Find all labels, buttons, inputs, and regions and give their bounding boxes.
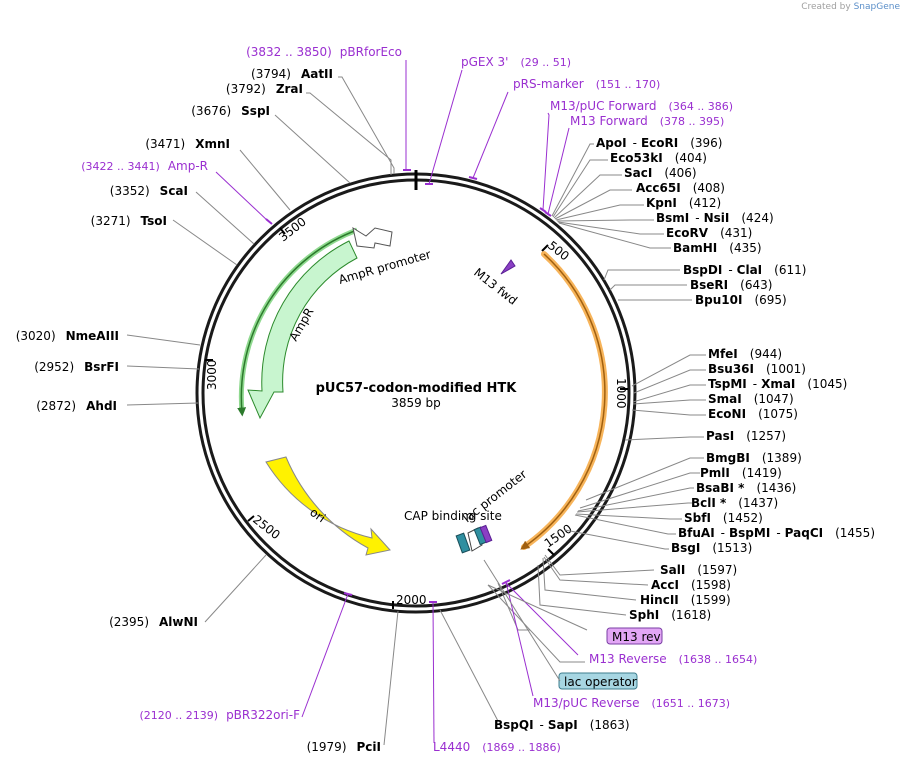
tick-3000: 3000 bbox=[205, 359, 219, 390]
site-label: SphI(1618) bbox=[629, 608, 711, 622]
primer-label: (3832 .. 3850)pBRforEco bbox=[246, 45, 402, 59]
site-leaders bbox=[487, 143, 706, 663]
m13-rev-leader bbox=[487, 584, 588, 631]
site-label: BclI *(1437) bbox=[691, 496, 778, 510]
m13-fwd-label: M13 fwd bbox=[471, 265, 520, 307]
site-label: EcoNI(1075) bbox=[708, 407, 798, 421]
site-label: (3794)AatII bbox=[251, 67, 333, 81]
cap-site-label: CAP binding site bbox=[404, 509, 502, 523]
credit-brand: SnapGene bbox=[853, 2, 900, 12]
left-site-labels: (3794)AatII (3792)ZraI (3676)SspI (3471)… bbox=[16, 67, 381, 754]
site-label: (3352)ScaI bbox=[110, 184, 188, 198]
lac-operator-text: lac operator bbox=[564, 675, 637, 689]
credit-prefix: Created by bbox=[801, 2, 851, 12]
site-label: Acc65I(408) bbox=[636, 181, 725, 195]
primer-label: (2120 .. 2139)pBR322ori-F bbox=[140, 708, 301, 722]
site-label: MfeI(944) bbox=[708, 347, 782, 361]
site-label: (2395)AlwNI bbox=[109, 615, 198, 629]
m13-rev-text: M13 rev bbox=[612, 630, 661, 644]
lac-operator-leader bbox=[483, 559, 561, 682]
site-label: PmlI(1419) bbox=[700, 466, 782, 480]
site-label: BsaBI *(1436) bbox=[696, 481, 796, 495]
insert-arc bbox=[521, 251, 608, 550]
site-label: SbfI(1452) bbox=[684, 511, 763, 525]
site-label: EcoRV(431) bbox=[666, 226, 752, 240]
site-label: Bsu36I(1001) bbox=[708, 362, 806, 376]
snapgene-credit: Created by SnapGene bbox=[801, 2, 900, 12]
right-site-labels: ApoI-EcoRI(396) Eco53kI(404) SacI(406) A… bbox=[596, 136, 875, 622]
site-label: ApoI-EcoRI(396) bbox=[596, 136, 722, 150]
site-label: (3792)ZraI bbox=[226, 82, 303, 96]
primer-labels: (3832 .. 3850)pBRforEco pGEX 3'(29 .. 51… bbox=[81, 45, 757, 754]
site-label: SalI(1597) bbox=[660, 563, 737, 577]
primer-leaders bbox=[215, 60, 579, 744]
ampr-gene-arrow bbox=[247, 240, 358, 420]
primer-label: (3422 .. 3441)Amp-R bbox=[81, 159, 208, 173]
m13-rev-box bbox=[479, 524, 493, 544]
primer-label: M13 Reverse(1638 .. 1654) bbox=[589, 652, 757, 666]
site-label-bspqi: BspQI-SapI(1863) bbox=[494, 718, 630, 732]
tick-marks bbox=[205, 227, 628, 609]
tick-2500: 2500 bbox=[250, 512, 283, 542]
plasmid-length: 3859 bp bbox=[391, 396, 441, 410]
site-label: Eco53kI(404) bbox=[610, 151, 707, 165]
site-label: BmgBI(1389) bbox=[706, 451, 802, 465]
lac-operator-badge: lac operator bbox=[558, 672, 638, 690]
site-label: AccI(1598) bbox=[651, 578, 731, 592]
site-label: (1979)PciI bbox=[307, 740, 381, 754]
site-label: SmaI(1047) bbox=[708, 392, 794, 406]
site-label: BseRI(643) bbox=[690, 278, 772, 292]
site-label: KpnI(412) bbox=[646, 196, 721, 210]
site-label: BamHI(435) bbox=[673, 241, 762, 255]
primer-label: pGEX 3'(29 .. 51) bbox=[461, 55, 571, 69]
site-label: (2872)AhdI bbox=[36, 399, 117, 413]
primer-label: L4440(1869 .. 1886) bbox=[433, 740, 561, 754]
site-label: BfuAI-BspMI-PaqCI(1455) bbox=[678, 526, 875, 540]
cap-site-box bbox=[455, 532, 471, 554]
site-label: PasI(1257) bbox=[706, 429, 786, 443]
ampr-promoter-arrow bbox=[352, 226, 393, 249]
site-label: TspMI-XmaI(1045) bbox=[708, 377, 847, 391]
ampr-arc-core bbox=[237, 229, 358, 417]
m13-rev-badge: M13 rev bbox=[606, 627, 663, 645]
tick-1000: 1000 bbox=[614, 378, 628, 409]
site-label: Bpu10I(695) bbox=[695, 293, 787, 307]
primer-label: M13/pUC Reverse(1651 .. 1673) bbox=[533, 696, 730, 710]
site-label: (3020)NmeAIII bbox=[16, 329, 119, 343]
primer-label: M13 Forward(378 .. 395) bbox=[570, 114, 724, 128]
site-label: SacI(406) bbox=[624, 166, 697, 180]
site-label: BspDI-ClaI(611) bbox=[683, 263, 806, 277]
left-leaders bbox=[126, 76, 499, 746]
site-label: (3676)SspI bbox=[191, 104, 270, 118]
site-label: BsgI(1513) bbox=[671, 541, 752, 555]
site-label: (3471)XmnI bbox=[145, 137, 230, 151]
site-label: (3271)TsoI bbox=[91, 214, 167, 228]
ori-arrow bbox=[265, 456, 391, 556]
site-label: (2952)BsrFI bbox=[34, 360, 119, 374]
m13-fwd-arrow bbox=[500, 259, 516, 275]
primer-label: pRS-marker(151 .. 170) bbox=[513, 77, 660, 91]
insert-arc-core bbox=[520, 253, 606, 550]
plasmid-name: pUC57-codon-modified HTK bbox=[316, 381, 518, 396]
site-label: BsmI-NsiI(424) bbox=[656, 211, 774, 225]
site-label: HincII(1599) bbox=[640, 593, 731, 607]
primer-label: M13/pUC Forward(364 .. 386) bbox=[550, 99, 733, 113]
tick-2000: 2000 bbox=[396, 593, 427, 607]
